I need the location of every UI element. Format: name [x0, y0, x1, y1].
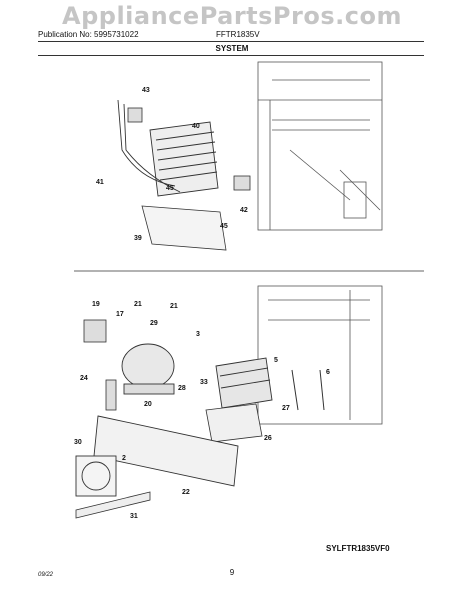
condenser-fan [75, 455, 117, 497]
callout-39: 39 [134, 235, 142, 242]
callout-45-upper: 45 [166, 185, 174, 192]
callout-19: 19 [92, 301, 100, 308]
page-number: 9 [229, 568, 235, 577]
footer-date: 09/22 [38, 572, 54, 578]
watermark: AppliancePartsPros.com [62, 2, 402, 30]
callout-45-lower: 45 [220, 223, 228, 230]
refrigerator-cabinet-bottom [257, 285, 383, 425]
callout-40: 40 [192, 123, 200, 130]
section-title: SYSTEM [215, 44, 249, 53]
condenser [215, 357, 273, 409]
model-number: FFTR1835V [216, 30, 260, 39]
callout-43: 43 [142, 87, 150, 94]
power-cord [319, 369, 325, 411]
callout-22: 22 [182, 489, 190, 496]
evaporator-coil [149, 121, 219, 197]
filter-drier [105, 379, 117, 411]
callout-2: 2 [122, 455, 126, 462]
rear-access-cover [75, 491, 151, 519]
callout-6: 6 [326, 369, 330, 376]
callout-28: 28 [178, 385, 186, 392]
callout-3: 3 [196, 331, 200, 338]
callout-24: 24 [80, 375, 88, 382]
start-relay [83, 319, 107, 343]
defrost-thermostat [127, 107, 143, 123]
header-rule [38, 41, 424, 42]
heater-clip [233, 175, 251, 191]
callout-labels: 43 40 41 45 42 45 39 19 17 21 29 21 3 5 … [74, 87, 330, 520]
callout-20: 20 [144, 401, 152, 408]
callout-26: 26 [264, 435, 272, 442]
drain-pan [205, 403, 263, 443]
callout-30: 30 [74, 439, 82, 446]
callout-42: 42 [240, 207, 248, 214]
callout-29: 29 [150, 320, 158, 327]
diagram-code: SYLFTR1835VF0 [326, 544, 390, 553]
title-rule [38, 55, 424, 56]
machine-compartment-base [93, 415, 239, 487]
callout-27: 27 [282, 405, 290, 412]
callout-17: 17 [116, 311, 124, 318]
tubing-bracket [291, 369, 299, 411]
callout-21-right: 21 [170, 303, 178, 310]
callout-33: 33 [200, 379, 208, 386]
callout-41: 41 [96, 179, 104, 186]
callout-31: 31 [130, 513, 138, 520]
callout-5: 5 [274, 357, 278, 364]
evaporator-cover [141, 205, 227, 251]
compressor [121, 343, 175, 395]
tubing [117, 99, 181, 193]
publication-number: Publication No: 5995731022 [38, 30, 139, 39]
refrigerator-cabinet-top [257, 61, 383, 231]
callout-21-left: 21 [134, 301, 142, 308]
